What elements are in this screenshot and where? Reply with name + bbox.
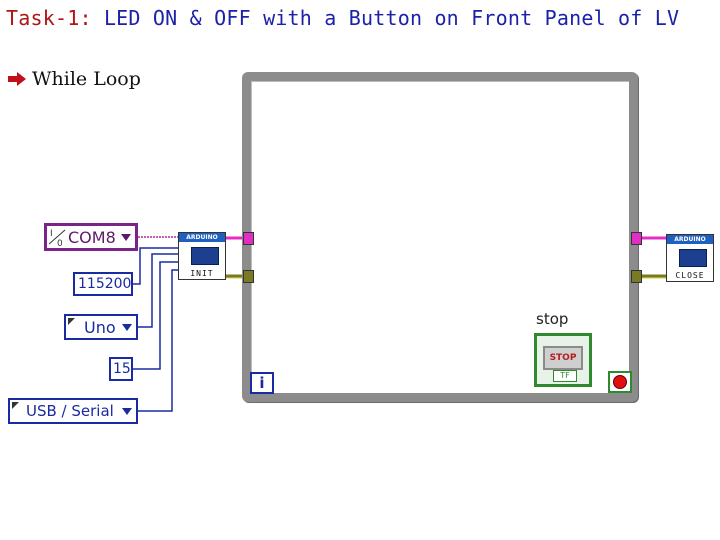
- svg-text:0: 0: [57, 239, 63, 247]
- stop-control[interactable]: STOP TF: [534, 333, 592, 387]
- loop-tunnel-visa-out[interactable]: [631, 232, 642, 245]
- arduino-board-icon: [679, 249, 707, 267]
- arduino-init-vi[interactable]: ARDUINO INIT: [178, 232, 226, 280]
- vi-header: ARDUINO: [179, 233, 225, 242]
- vi-label: INIT: [190, 269, 214, 278]
- baud-rate-value: 115200: [78, 276, 132, 292]
- arduino-close-vi[interactable]: ARDUINO CLOSE: [666, 234, 714, 282]
- page-title: Task-1: LED ON & OFF with a Button on Fr…: [6, 6, 679, 30]
- bytes-per-packet-constant[interactable]: 15: [109, 357, 133, 381]
- io-visa-icon: I 0: [49, 229, 66, 247]
- loop-tunnel-error-in[interactable]: [243, 270, 254, 283]
- connection-type-constant[interactable]: USB / Serial: [8, 398, 138, 424]
- corner-icon: [12, 402, 19, 409]
- bytes-value: 15: [113, 361, 131, 377]
- stop-button[interactable]: STOP: [543, 346, 583, 370]
- title-text: LED ON & OFF with a Button on Front Pane…: [103, 6, 680, 30]
- caption-text: While Loop: [32, 68, 141, 90]
- while-loop-caption: While Loop: [8, 68, 141, 90]
- svg-text:I: I: [50, 229, 53, 239]
- vi-header: ARDUINO: [667, 235, 713, 244]
- chevron-down-icon[interactable]: [121, 233, 131, 241]
- chevron-down-icon[interactable]: [122, 407, 132, 415]
- title-prefix: Task-1:: [6, 6, 92, 30]
- board-type-constant[interactable]: Uno: [64, 314, 138, 340]
- chevron-down-icon[interactable]: [122, 323, 132, 331]
- loop-tunnel-error-out[interactable]: [631, 270, 642, 283]
- corner-icon: [68, 318, 75, 325]
- arduino-board-icon: [191, 247, 219, 265]
- com-port-value: COM8: [68, 227, 116, 247]
- connection-type-value: USB / Serial: [26, 402, 114, 420]
- stop-sign-icon: [613, 375, 627, 389]
- vi-label: CLOSE: [675, 271, 705, 280]
- iteration-terminal[interactable]: i: [250, 372, 274, 394]
- board-type-value: Uno: [84, 317, 116, 337]
- loop-tunnel-visa-in[interactable]: [243, 232, 254, 245]
- com-port-constant[interactable]: I 0 COM8: [44, 223, 138, 251]
- boolean-tf-indicator: TF: [553, 370, 577, 382]
- baud-rate-constant[interactable]: 115200: [73, 272, 133, 296]
- conditional-terminal[interactable]: [608, 371, 632, 393]
- stop-label: stop: [536, 310, 569, 328]
- arrow-right-icon: [8, 72, 26, 86]
